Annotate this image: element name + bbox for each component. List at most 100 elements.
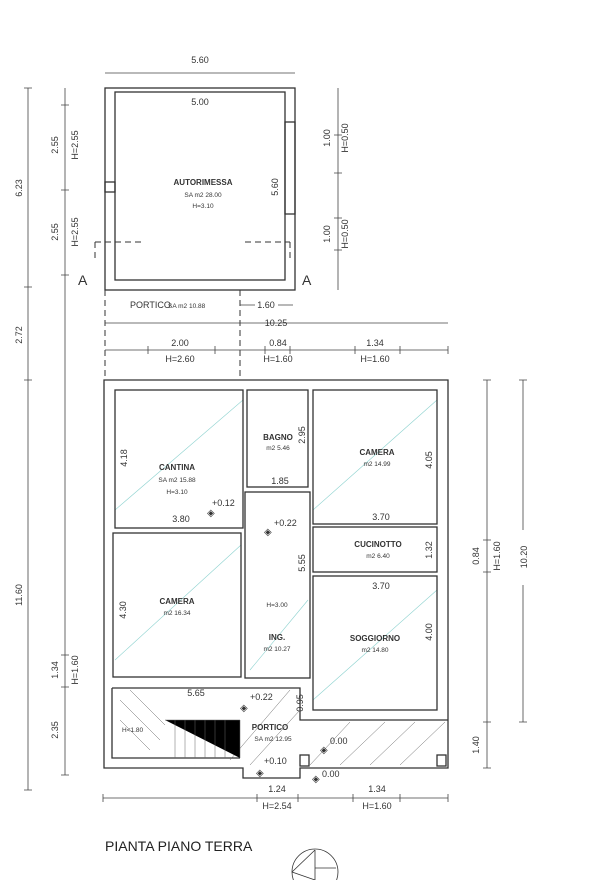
portico-top-area: SA m2 10.88 — [168, 303, 206, 310]
dim-window-1: 2.00 — [171, 338, 189, 348]
dim-left-inner-3: 1.34 — [50, 661, 60, 679]
room-name-cantina: CANTINA — [159, 463, 195, 472]
room-bagno — [246, 389, 309, 488]
level-marker-icon: ◈ — [312, 774, 320, 785]
room-depth-camera-2: 4.30 — [118, 601, 128, 619]
garage-area: SA m2 28.00 — [184, 192, 222, 199]
dim-left-inner-4: 2.35 — [50, 721, 60, 739]
level-portico-2: +0.10 — [264, 756, 287, 766]
dim-left-outer-3: 11.60 — [14, 584, 24, 606]
room-soggiorno — [312, 575, 438, 711]
dim-garage-right-1-h: H=0.50 — [340, 123, 350, 152]
dim-right-1: 0.84 — [471, 547, 481, 565]
level-marker-icon: ◈ — [207, 508, 215, 519]
dim-garage-right-2-h: H=0.50 — [340, 219, 350, 248]
section-mark-left: A — [78, 272, 88, 288]
room-camera-2 — [112, 532, 242, 678]
garage-right-dims: 1.00 H=0.50 1.00 H=0.50 — [322, 88, 350, 290]
garage-outer-width: 5.60 — [191, 55, 209, 65]
level-marker-icon: ◈ — [240, 703, 248, 714]
dim-bottom-2-h: H=1.60 — [362, 801, 391, 811]
drawing-title: PIANTA PIANO TERRA — [105, 838, 253, 854]
dim-right-2: 1.40 — [471, 736, 481, 754]
dim-window-2: 0.84 — [269, 338, 287, 348]
level-marker-icon: ◈ — [264, 527, 272, 538]
portico-top-dim: 1.60 — [257, 300, 275, 310]
dim-left-outer-1: 6.23 — [14, 179, 24, 197]
dim-garage-right-2: 1.00 — [322, 225, 332, 243]
level-portico-4: 0.00 — [322, 769, 340, 779]
room-depth-camera-1: 4.05 — [424, 451, 434, 469]
garage-height: H=3.10 — [192, 203, 214, 210]
room-area-bagno: m2 5.46 — [266, 445, 290, 452]
room-depth-cucinotto: 1.32 — [424, 541, 434, 559]
house: CANTINA SA m2 15.88 H=3.10 3.80 4.18 +0.… — [103, 379, 449, 785]
room-area-portico: SA m2 12.95 — [254, 736, 292, 743]
room-depth-bagno: 2.95 — [297, 426, 307, 444]
room-depth-ingresso: 5.55 — [297, 554, 307, 572]
room-area-cucinotto: m2 6.40 — [366, 553, 390, 560]
room-width-portico: 5.65 — [187, 688, 205, 698]
room-width-bagno: 1.85 — [271, 476, 289, 486]
dim-bottom-1: 1.24 — [268, 784, 286, 794]
room-cucinotto — [312, 526, 438, 573]
room-ingresso — [244, 491, 311, 679]
room-width-camera-1: 3.70 — [372, 512, 390, 522]
dim-window-1-h: H=2.60 — [165, 354, 194, 364]
room-name-camera-1: CAMERA — [359, 448, 394, 457]
dim-bottom-1-h: H=2.54 — [262, 801, 291, 811]
room-name-bagno: BAGNO — [263, 433, 293, 442]
section-mark-right: A — [302, 272, 312, 288]
right-dims: 0.84 H=1.60 1.40 10.20 — [471, 379, 529, 769]
room-height-cantina: H=3.10 — [166, 489, 188, 496]
room-depth-cantina: 4.18 — [119, 449, 129, 467]
room-area-camera-1: m2 14.99 — [363, 461, 390, 468]
total-width-dim: 10.25 — [265, 318, 288, 328]
portico-top: PORTICO SA m2 10.88 1.60 10.25 2.00 H=2.… — [104, 290, 449, 380]
dim-left-inner-1: 2.55 — [50, 136, 60, 154]
garage-name: AUTORIMESSA — [174, 178, 233, 187]
room-area-ingresso: m2 10.27 — [263, 646, 290, 653]
dim-left-outer-2: 2.72 — [14, 326, 24, 344]
room-name-portico: PORTICO — [252, 723, 288, 732]
garage: A A AUTORIMESSA SA m2 28.00 H=3.10 5.00 … — [78, 55, 312, 291]
level-ingresso: +0.22 — [274, 518, 297, 528]
dim-left-inner-2: 2.55 — [50, 223, 60, 241]
room-name-cucinotto: CUCINOTTO — [354, 540, 401, 549]
dim-window-2-h: H=1.60 — [263, 354, 292, 364]
room-camera-1 — [312, 389, 438, 525]
stair-height: H<1.80 — [122, 727, 144, 734]
dim-garage-right-1: 1.00 — [322, 129, 332, 147]
room-name-soggiorno: SOGGIORNO — [350, 634, 400, 643]
left-dims: 6.23 2.72 11.60 2.55 H=2.55 2.55 H=2.55 … — [14, 87, 80, 791]
garage-inner-width: 5.00 — [191, 97, 209, 107]
portico-top-name: PORTICO — [130, 300, 171, 310]
level-cantina: +0.12 — [212, 498, 235, 508]
room-name-ingresso: ING. — [269, 633, 285, 642]
north-arrow-icon — [291, 848, 339, 880]
dim-left-inner-1-h: H=2.55 — [70, 130, 80, 159]
garage-depth: 5.60 — [270, 178, 280, 196]
room-area-camera-2: m2 16.34 — [163, 610, 190, 617]
room-cantina — [114, 389, 244, 529]
level-marker-icon: ◈ — [320, 745, 328, 756]
dim-left-inner-2-h: H=2.55 — [70, 217, 80, 246]
level-marker-icon: ◈ — [256, 768, 264, 779]
room-area-cantina: SA m2 15.88 — [158, 477, 196, 484]
room-width-cantina: 3.80 — [172, 514, 190, 524]
level-portico-3: 0.00 — [330, 736, 348, 746]
dim-bottom-2: 1.34 — [368, 784, 386, 794]
dim-window-3: 1.34 — [366, 338, 384, 348]
room-depth-portico: 0.95 — [295, 694, 305, 712]
dim-left-inner-3-h: H=1.60 — [70, 655, 80, 684]
bottom-dims: 1.24 H=2.54 1.34 H=1.60 — [102, 784, 449, 811]
room-width-soggiorno: 3.70 — [372, 581, 390, 591]
room-area-soggiorno: m2 14.80 — [361, 647, 388, 654]
level-portico-1: +0.22 — [250, 692, 273, 702]
room-depth-soggiorno: 4.00 — [424, 623, 434, 641]
room-name-camera-2: CAMERA — [159, 597, 194, 606]
dim-right-1-h: H=1.60 — [492, 541, 502, 570]
room-height-ingresso: H=3.00 — [266, 602, 288, 609]
dim-right-3: 10.20 — [519, 546, 529, 569]
